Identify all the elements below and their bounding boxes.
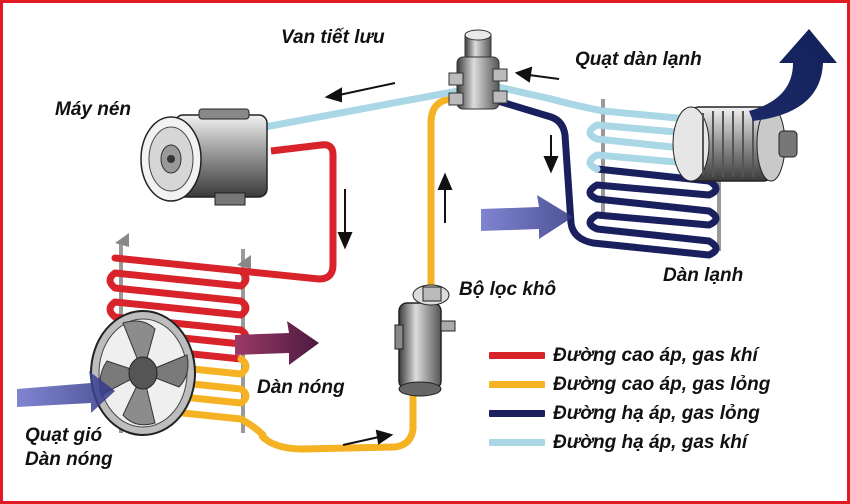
- high-pressure-gas-line: [240, 141, 337, 283]
- legend-swatch-high-gas: [489, 352, 545, 359]
- expansion-valve: [448, 29, 508, 110]
- airflow-arrow-into-evaporator: [481, 195, 573, 239]
- legend-item: Đường cao áp, gas khí: [489, 341, 770, 370]
- legend-label: Đường hạ áp, gas lỏng: [553, 402, 760, 424]
- legend-label: Đường hạ áp, gas khí: [553, 431, 748, 453]
- dryer-to-valve-line: [427, 94, 466, 291]
- legend-label: Đường cao áp, gas khí: [553, 344, 758, 366]
- compressor: [140, 108, 268, 206]
- high-pressure-liquid-line: [258, 395, 417, 453]
- label-condenser: Dàn nóng: [257, 377, 345, 398]
- label-expansion-valve: Van tiết lưu: [281, 27, 385, 48]
- legend-swatch-low-gas: [489, 439, 545, 446]
- legend-item: Đường cao áp, gas lỏng: [489, 370, 770, 399]
- label-condenser-fan-line1: Quạt gió: [25, 425, 103, 446]
- label-compressor: Máy nén: [55, 99, 132, 120]
- label-receiver-dryer: Bộ lọc khô: [459, 279, 557, 300]
- receiver-dryer: [394, 284, 456, 397]
- airflow-arrow-out-condenser: [235, 321, 319, 365]
- low-pressure-gas-line: [261, 87, 462, 131]
- flow-direction-arrows: [324, 66, 560, 446]
- label-evaporator-fan: Quạt dàn lạnh: [575, 49, 702, 70]
- airflow-arrow-evaporator-out: [749, 29, 837, 121]
- legend: Đường cao áp, gas khí Đường cao áp, gas …: [489, 341, 770, 457]
- airflow-arrow-into-condenser: [17, 371, 115, 413]
- condenser-fan: [90, 310, 196, 436]
- label-condenser-fan-line2: Dàn nóng: [25, 449, 113, 470]
- legend-item: Đường hạ áp, gas lỏng: [489, 399, 770, 428]
- legend-label: Đường cao áp, gas lỏng: [553, 373, 771, 395]
- evaporator-blower: [672, 106, 798, 182]
- label-evaporator: Dàn lạnh: [663, 265, 744, 286]
- evaporator-coil: [494, 83, 720, 259]
- legend-swatch-high-liquid: [489, 381, 545, 388]
- legend-swatch-low-liquid: [489, 410, 545, 417]
- legend-item: Đường hạ áp, gas khí: [489, 428, 770, 457]
- refrigeration-cycle-diagram: [17, 29, 837, 453]
